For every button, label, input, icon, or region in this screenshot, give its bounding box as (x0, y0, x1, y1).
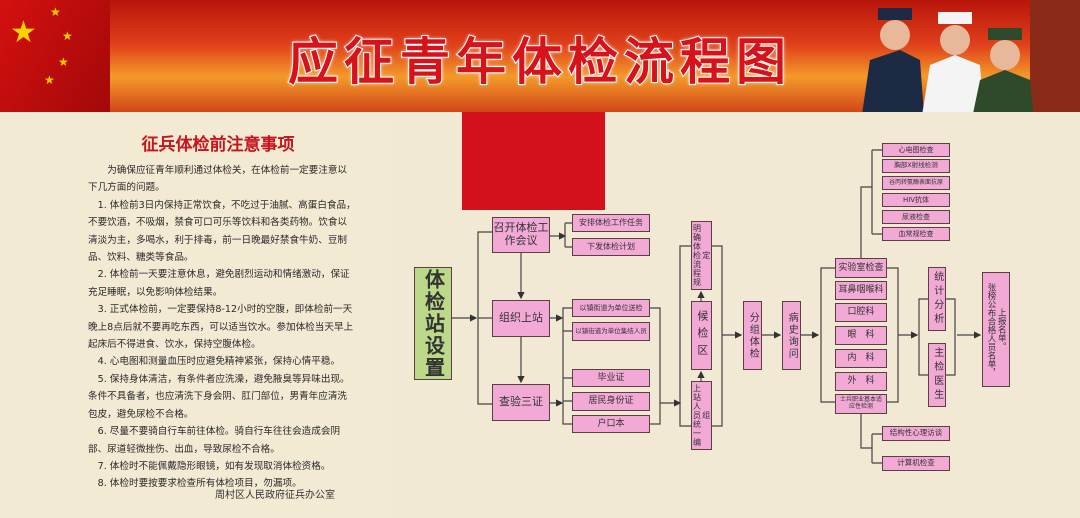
exam-box: 眼 科 (835, 326, 887, 345)
exam-box: 内 科 (835, 349, 887, 368)
waiting-area-box: 候检区 (691, 301, 712, 370)
statistics-box: 统计分析 (928, 267, 946, 331)
notes-item: 8. 体检时要按要求检查所有体检项目，勿漏项。 (97, 478, 302, 490)
flag-image: ★ ★ ★ ★ ★ (0, 0, 110, 128)
verify-sub-box: 毕业证 (572, 369, 650, 387)
meeting-sub-box: 下发体检计划 (572, 238, 650, 256)
start-station-box: 体检站设置 (414, 267, 452, 380)
meeting-sub-box: 安排体检工作任务 (572, 214, 650, 232)
notes-intro: 为确保应征青年顺利通过体检关，在体检前一定要注意以下几方面的问题。 (88, 165, 348, 194)
grouping-box: 上站人员统一编组 (691, 381, 712, 450)
lab-item-box: 谷丙转氨酶表面抗原 (882, 176, 950, 190)
group-exam-box: 分组体检 (743, 301, 762, 370)
star-icon: ★ (44, 73, 55, 87)
star-icon: ★ (58, 55, 69, 69)
star-icon: ★ (10, 15, 37, 50)
notes-item: 5. 保持身体清洁，有条件者应洗澡，避免腋臭等异味出现。条件不具备者，也应清洗下… (88, 373, 350, 420)
lab-item-box: 血常规检查 (882, 227, 950, 241)
verify-box: 查验三证 (492, 384, 550, 421)
exam-box: 士兵职业基本适应性检测 (835, 394, 887, 414)
history-box: 病史询问 (782, 301, 801, 370)
psych-item-box: 计算机检查 (882, 456, 950, 471)
notes-text: 为确保应征青年顺利通过体检关，在体检前一定要注意以下几方面的问题。 1. 体检前… (88, 162, 356, 493)
header-banner: ★ ★ ★ ★ ★ 应征青年体检流程图 (0, 0, 1080, 128)
notes-item: 1. 体检前3日内保持正常饮食，不吃过于油腻、高蛋白食品，不要饮酒，不吸烟，禁食… (88, 199, 356, 264)
star-icon: ★ (62, 29, 73, 43)
psych-item-box: 结构性心理访谈 (882, 426, 950, 441)
organize-sub-box: 以镇街道为单位集结人员 (572, 322, 650, 341)
red-panel (462, 112, 605, 210)
process-rules-box: 明确体检流程规定 (691, 221, 712, 290)
notes-item: 3. 正式体检前，一定要保持8-12小时的空腹，即体检前一天晚上8点后就不要再吃… (88, 304, 354, 351)
notes-item: 4. 心电图和测量血压时应避免精神紧张，保持心情平稳。 (97, 356, 341, 368)
lab-item-box: 胸部X射线检测 (882, 159, 950, 173)
page-title: 应征青年体检流程图 (287, 32, 792, 92)
meeting-box: 召开体检工作会议 (492, 217, 550, 253)
lab-item-box: HIV抗体 (882, 193, 950, 207)
lab-item-box: 尿液检查 (882, 210, 950, 224)
final-result-box: 张榜公布合格人员名单，上报名单。 (982, 272, 1010, 387)
verify-sub-box: 居民身份证 (572, 392, 650, 411)
organize-box: 组织上站 (492, 300, 550, 337)
organize-sub-box: 以镇街道为单位送检 (572, 299, 650, 317)
notes-item: 2. 体检前一天要注意休息，避免剧烈运动和情绪激动，保证充足睡眠，以免影响体检结… (88, 269, 350, 298)
notes-panel (0, 118, 392, 518)
exam-box: 实验室检查 (835, 258, 887, 278)
exam-box: 口腔科 (835, 303, 887, 322)
star-icon: ★ (50, 5, 61, 19)
lab-item-box: 心电图检查 (882, 143, 950, 157)
soldiers-image (860, 0, 1080, 128)
verify-sub-box: 户口本 (572, 415, 650, 433)
notes-footer: 周村区人民政府征兵办公室 (215, 490, 335, 501)
notes-item: 6. 尽量不要骑自行车前往体检。骑自行车往往会造成会阴部、尿道轻微挫伤、出血，导… (88, 426, 341, 455)
chief-doctor-box: 主检医生 (928, 343, 946, 407)
exam-box: 外 科 (835, 372, 887, 391)
notes-item: 7. 体检时不能佩戴隐形眼镜，如有发现取消体检资格。 (97, 460, 331, 472)
exam-box: 耳鼻咽喉科 (835, 281, 887, 300)
notes-title: 征兵体检前注意事项 (141, 135, 295, 155)
